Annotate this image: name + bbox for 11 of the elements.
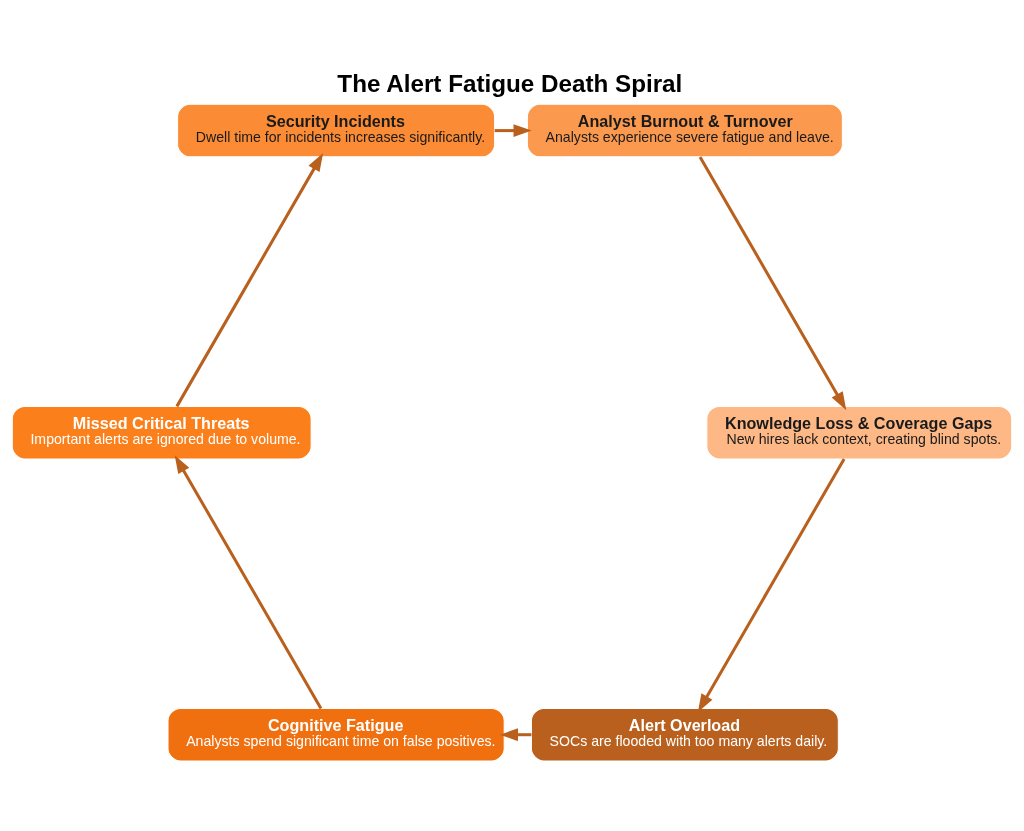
node-box: Knowledge Loss & Coverage Gaps New hires lack context, creating blind spots. [706,405,1013,460]
arrow [174,455,323,710]
node-box: Cognitive Fatigue Analysts spend significant time on false positives. [167,707,505,762]
node-box: Missed Critical Threats Important alerts are ignored due to volume. [11,405,312,460]
node-box: Alert Overload SOCs are flooded with too many alerts daily. [530,707,839,762]
arrow [698,156,847,411]
node-box: Analyst Burnout & Turnover Analysts experience severe fatigue and leave. [526,103,843,158]
node-box: Security Incidents Dwell time for incidents increases significantly. [177,103,496,158]
arrow [494,124,532,137]
arrow [175,153,324,408]
diagram-title: The Alert Fatigue Death Spiral [337,70,683,98]
